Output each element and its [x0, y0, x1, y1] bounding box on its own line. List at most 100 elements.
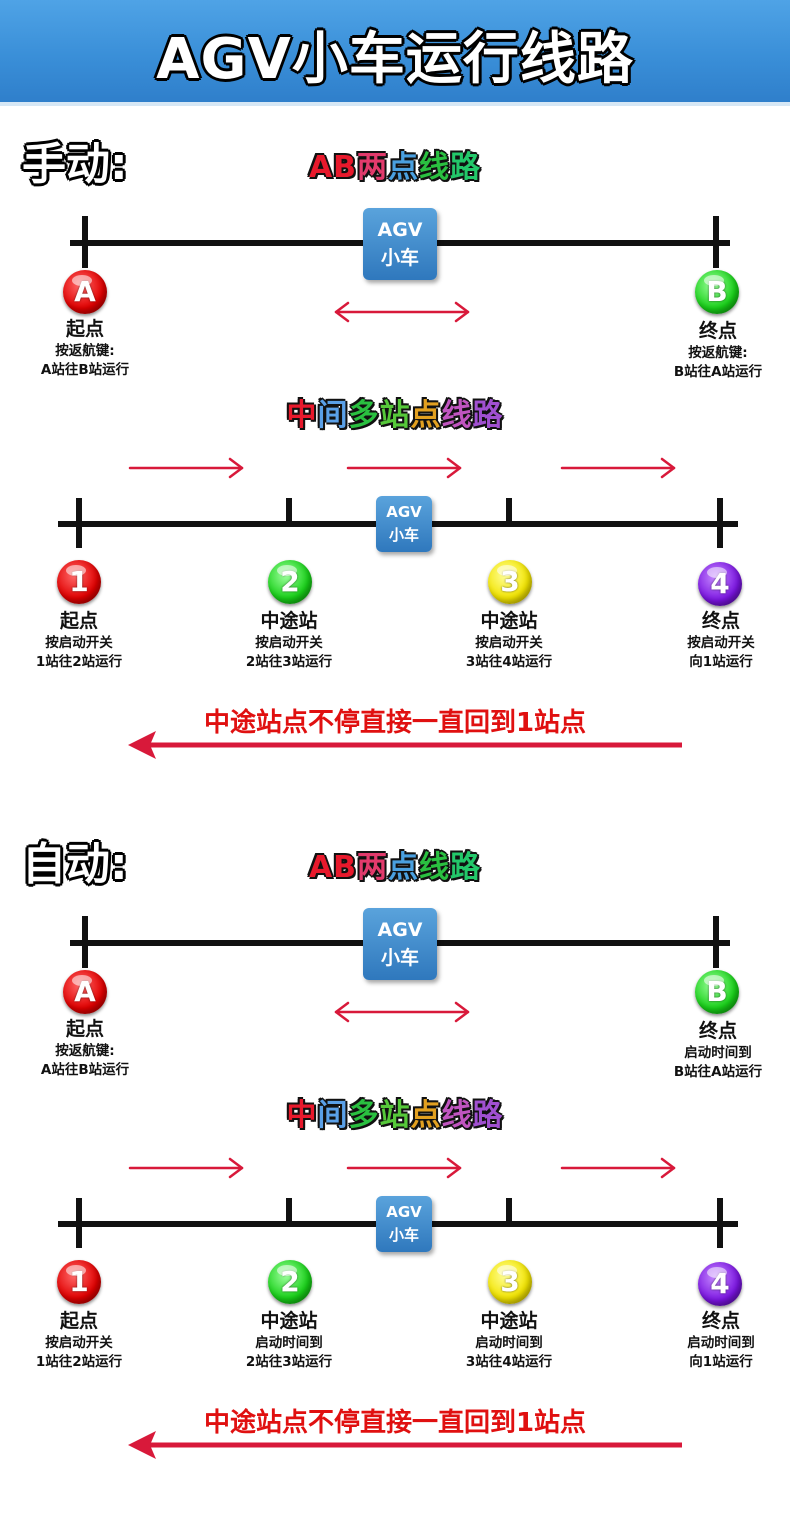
page-title: AGV小车运行线路 [156, 27, 634, 92]
station-badge-2: 2 [268, 560, 312, 604]
forward-arrow [128, 1157, 244, 1179]
agv-cart: AGV 小车 [363, 208, 437, 280]
ab-title-char: 两 [357, 150, 389, 185]
station-instruction: 3站往4站运行 [465, 1354, 553, 1370]
agv-cart: AGV 小车 [376, 1196, 432, 1252]
ab-tick-start [82, 216, 88, 268]
multi-tick-3 [506, 498, 512, 524]
station-instruction: 按返航键: [688, 345, 748, 361]
station-name: 终点 [698, 1020, 737, 1042]
station-caption-1: 起点 按启动开关 1站往2站运行 [4, 1308, 154, 1372]
multi-title-char: 站 [379, 1098, 411, 1133]
agv-label-line2: 小车 [380, 247, 419, 269]
ab-title-char: 线 [419, 850, 451, 885]
station-instruction: 按启动开关 [687, 635, 755, 651]
multi-route-title: 中间多站点线路 [0, 390, 790, 434]
forward-arrow [560, 457, 676, 479]
station-instruction: 按返航键: [55, 343, 115, 359]
multi-tick-2 [286, 498, 292, 524]
station-instruction: 按启动开关 [45, 1335, 113, 1351]
ab-title-char: A [308, 150, 334, 185]
header-banner: AGV小车运行线路 [0, 0, 790, 106]
ab-title-char: 线 [419, 150, 451, 185]
station-name: 终点 [701, 610, 740, 632]
mode-label-manual: 手动: [22, 139, 128, 190]
multi-tick-1 [76, 498, 82, 548]
station-badge-3: 3 [488, 560, 532, 604]
station-instruction: A站往B站运行 [40, 362, 130, 378]
station-instruction: 按启动开关 [45, 635, 113, 651]
agv-label-line2: 小车 [388, 1226, 419, 1244]
agv-label-line2: 小车 [388, 526, 419, 544]
station-badge-4: 4 [698, 562, 742, 606]
mode-label-auto: 自动: [22, 839, 128, 890]
station-badge-3: 3 [488, 1260, 532, 1304]
ab-tick-start [82, 916, 88, 968]
ab-route-title: AB两点线路 [0, 142, 790, 186]
station-name: 终点 [698, 320, 737, 342]
station-caption-4: 终点 按启动开关 向1站运行 [646, 608, 790, 672]
return-note: 中途站点不停直接一直回到1站点 [203, 708, 587, 738]
station-instruction: 启动时间到 [255, 1335, 323, 1351]
multi-tick-4 [717, 1198, 723, 1248]
station-name: 起点 [65, 318, 104, 340]
forward-arrow [560, 1157, 676, 1179]
station-caption-a: 起点 按返航键: A站往B站运行 [10, 1016, 160, 1080]
station-name: 起点 [65, 1018, 104, 1040]
route-arrows [128, 1001, 682, 1459]
station-badge-1: 1 [57, 560, 101, 604]
agv-cart: AGV 小车 [363, 908, 437, 980]
station-instruction: 向1站运行 [689, 1354, 753, 1370]
agv-label-line1: AGV [377, 219, 423, 241]
agv-label-line2: 小车 [380, 947, 419, 969]
ab-tick-end [713, 216, 719, 268]
return-arrow [128, 731, 682, 759]
station-caption-3: 中途站 按启动开关 3站往4站运行 [434, 608, 584, 672]
station-badge-a: A [63, 270, 107, 314]
station-name: 中途站 [260, 610, 318, 632]
station-instruction: B站往A站运行 [673, 1064, 763, 1080]
station-caption-2: 中途站 启动时间到 2站往3站运行 [214, 1308, 364, 1372]
station-instruction: 按返航键: [55, 1043, 115, 1059]
station-name: 中途站 [480, 610, 538, 632]
station-instruction: B站往A站运行 [673, 364, 763, 380]
ab-tick-end [713, 916, 719, 968]
multi-title-char: 线 [441, 1098, 473, 1133]
return-note: 中途站点不停直接一直回到1站点 [203, 1408, 587, 1438]
station-badge-b: B [695, 270, 739, 314]
ab-title-char: 点 [388, 850, 420, 885]
multi-tick-3 [506, 1198, 512, 1224]
station-badge-b: B [695, 970, 739, 1014]
station-instruction: 1站往2站运行 [35, 654, 123, 670]
bidirectional-arrow [334, 1001, 470, 1023]
agv-label-line1: AGV [377, 919, 423, 941]
agv-cart: AGV 小车 [376, 496, 432, 552]
multi-title-char: 站 [379, 398, 411, 433]
multi-title-char: 点 [410, 1098, 442, 1133]
forward-arrow [128, 457, 244, 479]
ab-title-char: B [333, 150, 358, 185]
station-caption-a: 起点 按返航键: A站往B站运行 [10, 316, 160, 380]
multi-title-char: 间 [317, 1098, 349, 1133]
multi-title-char: 线 [441, 398, 473, 433]
station-instruction: 3站往4站运行 [465, 654, 553, 670]
station-instruction: 2站往3站运行 [245, 654, 333, 670]
multi-title-char: 点 [410, 398, 442, 433]
station-instruction: 按启动开关 [475, 635, 543, 651]
station-name: 中途站 [260, 1310, 318, 1332]
multi-route-title: 中间多站点线路 [0, 1090, 790, 1134]
station-caption-1: 起点 按启动开关 1站往2站运行 [4, 608, 154, 672]
ab-title-char: 点 [388, 150, 420, 185]
multi-tick-1 [76, 1198, 82, 1248]
multi-tick-4 [717, 498, 723, 548]
station-caption-b: 终点 启动时间到 B站往A站运行 [643, 1018, 790, 1082]
station-caption-b: 终点 按返航键: B站往A站运行 [643, 318, 790, 382]
station-instruction: 2站往3站运行 [245, 1354, 333, 1370]
auto-section: 自动: AB两点线路 AGV 小车 A 起点 按返航键: A站往B站运行 B 终… [0, 828, 790, 1528]
manual-section: 手动: AB两点线路 AGV 小车 A 起点 按返航键: A站往B站运行 B 终… [0, 128, 790, 828]
station-name: 起点 [59, 610, 98, 632]
multi-title-char: 间 [317, 398, 349, 433]
station-instruction: 按启动开关 [255, 635, 323, 651]
station-badge-a: A [63, 970, 107, 1014]
bidirectional-arrow [334, 301, 470, 323]
